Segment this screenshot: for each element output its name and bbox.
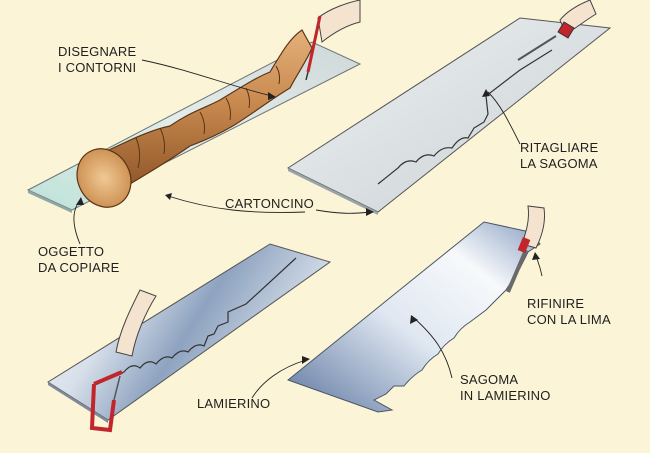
arrowheads [76, 89, 540, 364]
label-object-to-copy: OGGETTO DA COPIARE [38, 244, 120, 275]
label-file-finish: RIFINIRE CON LA LIMA [527, 296, 611, 327]
wooden-baluster [76, 29, 313, 208]
label-cut-template: RITAGLIARE LA SAGOMA [520, 140, 599, 171]
label-sheet-metal-template: SAGOMA IN LAMIERINO [460, 372, 551, 403]
label-cardboard: CARTONCINO [225, 196, 314, 211]
hand-with-fretsaw [89, 289, 157, 433]
hand-with-file [506, 205, 545, 293]
hand-with-pencil [305, 0, 361, 81]
label-draw-outline: DISEGNARE I CONTORNI [58, 44, 137, 75]
cardboard-sheet-2 [286, 17, 612, 215]
metal-template [286, 221, 541, 413]
label-sheet-metal: LAMIERINO [197, 396, 271, 411]
hand-with-cutter [517, 0, 597, 61]
